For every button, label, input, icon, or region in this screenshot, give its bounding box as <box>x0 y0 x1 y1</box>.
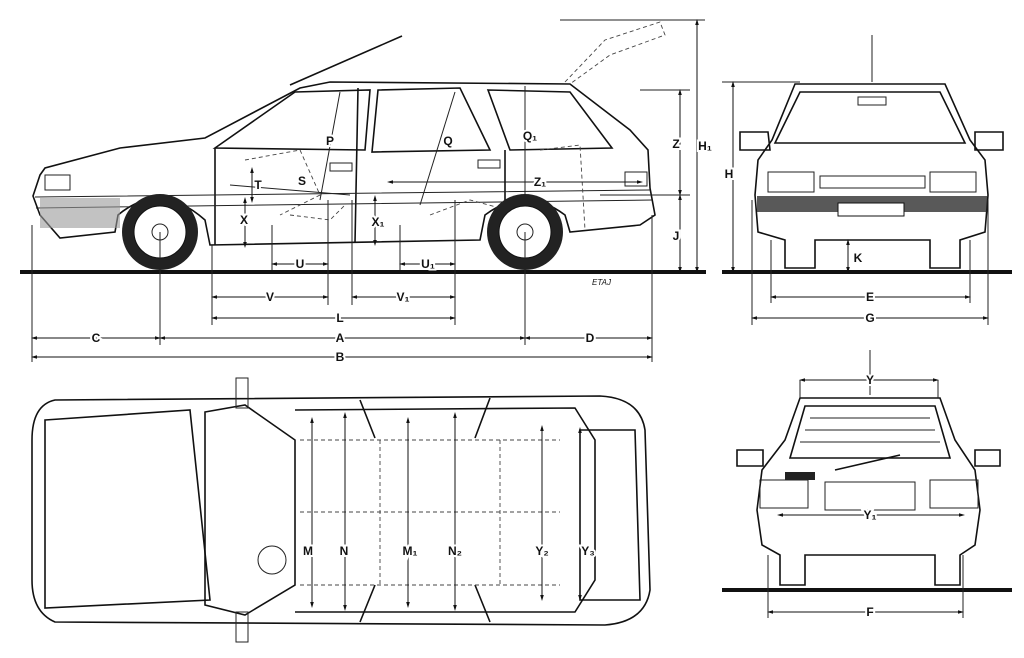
label-b: B <box>336 350 345 364</box>
label-c: C <box>92 331 101 345</box>
label-f: F <box>866 605 873 619</box>
car-body-side <box>32 81 656 246</box>
side-mirrors-rear <box>736 449 1001 467</box>
steering-wheel <box>257 545 287 575</box>
rear-quarter-window <box>486 89 614 151</box>
side-mirrors <box>739 131 1004 151</box>
label-y: Y <box>866 373 874 387</box>
bonnet <box>44 409 211 609</box>
car-body-top <box>31 395 651 626</box>
label-q: Q <box>443 134 452 148</box>
left-mirror-top <box>235 377 249 409</box>
roof <box>294 407 596 613</box>
label-u1: U₁ <box>421 257 435 271</box>
label-a: A <box>336 331 345 345</box>
label-y3: Y₃ <box>581 544 595 558</box>
side-view: C A D B V V₁ L U U₁ H₁ Z J X X₁ T S Z₁ P… <box>20 19 714 366</box>
label-s: S <box>298 174 306 188</box>
door-lines <box>214 87 506 245</box>
license-plate-rear <box>824 481 916 511</box>
front-bumper <box>40 198 120 228</box>
rear-extension-lines <box>767 380 964 618</box>
label-q1: Q₁ <box>523 129 537 143</box>
credit-text: ETAJ <box>592 278 612 287</box>
label-x: X <box>240 213 248 227</box>
interior-outline <box>300 439 560 586</box>
label-l: L <box>336 311 343 325</box>
dimension-s <box>229 184 351 196</box>
front-view: H K E G <box>722 35 1012 327</box>
tailgate-glass <box>579 429 641 601</box>
label-n: N <box>340 544 349 558</box>
label-g: G <box>865 311 874 325</box>
right-tail-light <box>929 479 979 509</box>
rear-wiper <box>834 454 901 471</box>
label-d: D <box>586 331 595 345</box>
left-headlight <box>767 171 815 193</box>
dimension-q <box>419 91 456 206</box>
label-m: M <box>303 544 313 558</box>
label-h1: H₁ <box>698 139 712 153</box>
rear-door-handle <box>477 159 501 169</box>
headlight <box>44 174 71 191</box>
label-j: J <box>673 229 680 243</box>
label-e: E <box>866 290 874 304</box>
label-p: P <box>326 134 334 148</box>
right-mirror-top <box>235 611 249 643</box>
label-y2: Y₂ <box>535 544 548 558</box>
label-k: K <box>854 251 863 265</box>
label-h: H <box>725 167 734 181</box>
top-view: M N M₁ N₂ Y₂ Y₃ <box>31 377 651 643</box>
left-tail-light <box>759 479 809 509</box>
car-body-rear <box>756 397 981 586</box>
roof-pillars <box>359 397 491 623</box>
label-z1: Z₁ <box>534 175 546 189</box>
right-headlight <box>929 171 977 193</box>
front-door-handle <box>329 162 353 172</box>
seat-outlines <box>244 144 586 231</box>
rear-view: Y Y₁ F <box>722 350 1012 621</box>
antenna <box>289 35 403 86</box>
rear-badge <box>785 472 815 480</box>
tail-light <box>624 171 648 187</box>
label-z: Z <box>672 137 679 151</box>
label-x1: X₁ <box>372 215 385 229</box>
license-plate-front <box>837 202 905 217</box>
windscreen-top <box>204 404 296 616</box>
car-body-front <box>754 83 989 269</box>
body-trim-strip <box>34 189 653 209</box>
label-y1: Y₁ <box>864 508 877 522</box>
rear-window <box>788 405 952 459</box>
label-t: T <box>254 178 262 192</box>
dimension-p <box>319 91 341 201</box>
rear-door-window <box>371 87 492 153</box>
open-tailgate-outline <box>564 21 666 85</box>
label-v1: V₁ <box>397 290 410 304</box>
rear-window-defroster <box>800 417 940 443</box>
rear-view-mirror <box>857 96 887 106</box>
grille <box>819 175 926 189</box>
label-n2: N₂ <box>448 544 462 558</box>
label-m1: M₁ <box>403 544 418 558</box>
front-door-window <box>212 89 371 151</box>
label-u: U <box>296 257 305 271</box>
front-extension-lines <box>722 81 989 325</box>
label-v: V <box>266 290 274 304</box>
windscreen <box>773 91 967 144</box>
